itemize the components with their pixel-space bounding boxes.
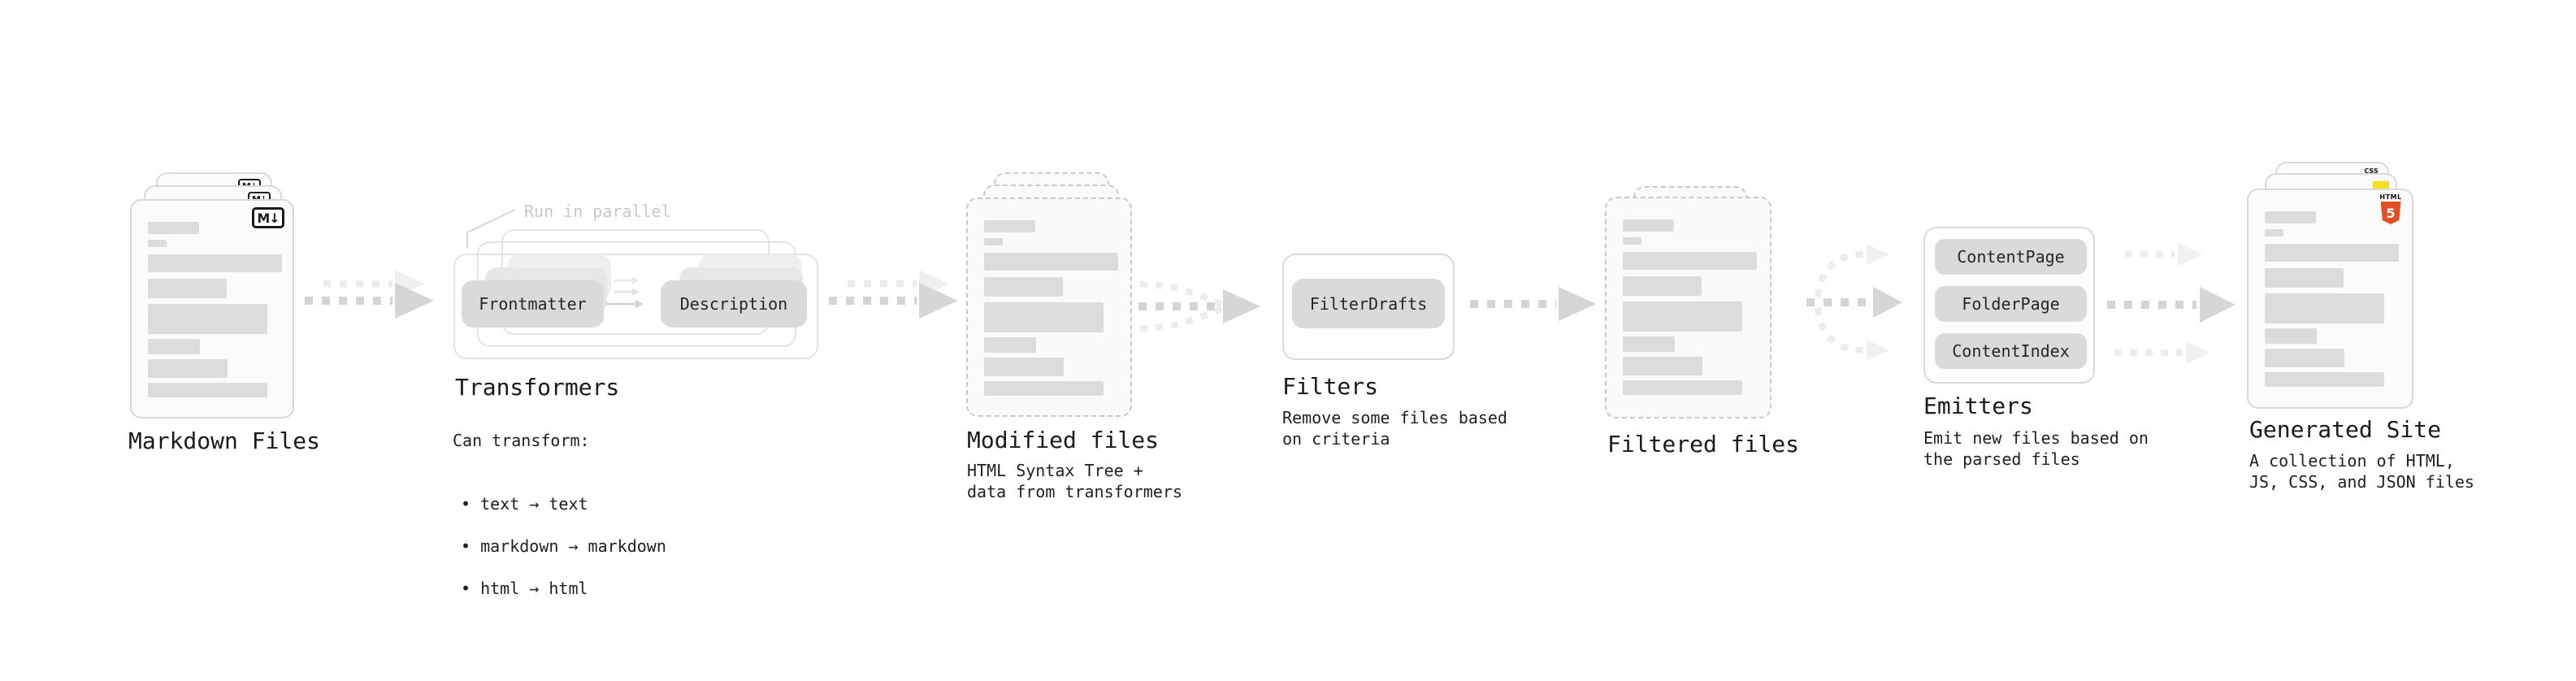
emitter-pill-contentindex: ContentIndex: [1935, 333, 2087, 369]
emitters-card: ContentPage FolderPage ContentIndex: [1923, 227, 2095, 384]
transform-bullets: • text → text • markdown → markdown • ht…: [453, 472, 666, 620]
modified-files-title: Modified files: [967, 427, 1160, 453]
js-badge-icon: [2373, 181, 2389, 189]
doc-line: [984, 358, 1064, 376]
doc-line: [2265, 211, 2316, 223]
doc-line: [1623, 276, 1702, 296]
doc-line: [1623, 336, 1675, 352]
frontmatter-pill: Frontmatter: [462, 280, 604, 327]
doc-line: [984, 220, 1035, 232]
filters-description: Remove some files based on criteria: [1282, 408, 1507, 449]
doc-line: [2265, 328, 2317, 344]
markdown-file-card: M↓: [130, 199, 294, 419]
transform-bullet: • markdown → markdown: [461, 536, 666, 556]
doc-line: [148, 339, 200, 354]
filters-title: Filters: [1282, 373, 1379, 400]
doc-line: [148, 359, 228, 378]
doc-line: [148, 240, 167, 247]
doc-line: [984, 337, 1036, 353]
arrow-filtered-to-emitters: [1806, 244, 1902, 361]
filtered-file-card: [1605, 197, 1772, 419]
doc-line: [984, 253, 1118, 271]
transformers-title: Transformers: [455, 374, 620, 401]
arrow-markdown-to-transformers: [305, 270, 434, 319]
doc-line: [2265, 349, 2344, 367]
doc-line: [984, 381, 1104, 396]
run-in-parallel-note: Run in parallel: [524, 202, 671, 221]
run-in-parallel-connector: [466, 209, 516, 249]
arrow-emitters-to-generated: [2107, 243, 2236, 364]
transform-bullet: • text → text: [461, 494, 588, 514]
doc-line: [984, 277, 1063, 297]
doc-line: [2265, 268, 2344, 288]
emitter-pill-folderpage: FolderPage: [1935, 286, 2087, 322]
transformers-layer-front: [453, 254, 818, 359]
html5-shield: 5: [2380, 202, 2401, 224]
transformers-desc-heading: Can transform:: [453, 431, 590, 450]
generated-site-card: HTML 5: [2247, 189, 2413, 409]
html5-number: 5: [2386, 205, 2396, 221]
emitters-title: Emitters: [1923, 393, 2033, 419]
doc-skeleton-lines: [2265, 211, 2399, 387]
css-badge-label: CSS: [2364, 167, 2379, 175]
generated-site-title: Generated Site: [2249, 416, 2442, 443]
html5-icon: HTML 5: [2379, 193, 2402, 224]
emitter-pill-contentpage: ContentPage: [1935, 239, 2087, 275]
doc-line: [2265, 244, 2399, 262]
doc-skeleton-lines: [148, 222, 282, 397]
doc-line: [1623, 357, 1702, 375]
transform-bullet: • html → html: [461, 579, 588, 598]
doc-line: [1623, 301, 1742, 332]
doc-skeleton-lines: [1623, 219, 1757, 395]
parallel-arrows-icon: [606, 276, 644, 308]
emitters-description: Emit new files based on the parsed files: [1923, 428, 2149, 469]
modified-file-card: [966, 197, 1132, 417]
transformers-description: Can transform: • text → text • markdown …: [453, 409, 666, 641]
arrow-transformers-to-modified: [829, 270, 958, 319]
doc-line: [148, 254, 282, 272]
markdown-files-title: Markdown Files: [128, 427, 321, 454]
doc-line: [148, 304, 267, 334]
doc-skeleton-lines: [984, 220, 1118, 396]
generated-site-description: A collection of HTML, JS, CSS, and JSON …: [2249, 451, 2474, 492]
markdown-icon: M↓: [252, 207, 284, 228]
filterdrafts-pill: FilterDrafts: [1292, 279, 1445, 328]
description-pill: Description: [661, 280, 807, 327]
doc-line: [2265, 293, 2384, 323]
doc-line: [2265, 229, 2283, 236]
doc-line: [148, 279, 227, 298]
filtered-files-title: Filtered files: [1607, 431, 1800, 458]
doc-line: [984, 302, 1104, 332]
doc-line: [1623, 237, 1641, 245]
doc-line: [1623, 252, 1757, 270]
arrow-filters-to-filtered: [1470, 287, 1596, 321]
modified-files-description: HTML Syntax Tree + data from transformer…: [967, 461, 1182, 501]
doc-line: [984, 238, 1003, 245]
doc-line: [148, 222, 199, 234]
doc-line: [148, 383, 267, 397]
doc-line: [2265, 372, 2384, 387]
doc-line: [1623, 219, 1674, 232]
doc-line: [1623, 380, 1742, 395]
html5-label: HTML: [2379, 193, 2402, 201]
arrow-modified-to-filters: [1138, 281, 1260, 332]
